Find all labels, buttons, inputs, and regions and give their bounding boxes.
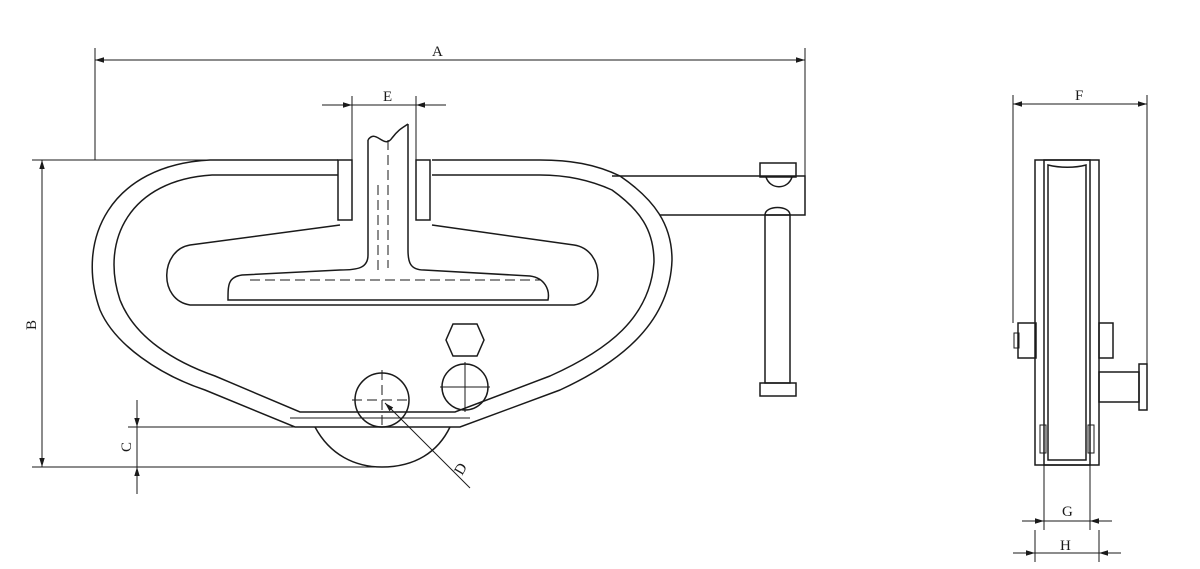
tommy-bar-end [759,382,797,397]
side-bolt-left [1017,322,1037,359]
dim-label-b: B [24,320,40,330]
side-screw-end [1138,363,1148,411]
side-lug-right [1087,424,1095,454]
screw-nut-arc [765,176,793,188]
dimension-labels: A E B C D F G H [24,44,1083,554]
side-view [1013,159,1148,466]
hex-nut [445,323,485,357]
front-view [91,123,806,468]
lower-shoe [314,426,451,468]
slot-block-left [337,159,353,221]
dim-label-f: F [1075,88,1083,104]
dim-label-e: E [383,89,392,105]
clamp-inner-cutout [166,224,599,306]
dim-label-g: G [1062,504,1073,520]
slot-block-right [415,159,431,221]
dim-label-d: D [452,460,471,478]
side-lug-left [1039,424,1047,454]
side-bolt-left-head [1013,332,1020,349]
dim-d-leader [384,402,471,489]
side-bolt-right [1098,322,1114,359]
dim-label-a: A [432,44,443,60]
side-web [1047,164,1087,461]
screw-shaft [612,175,806,216]
tommy-bar-top [764,206,791,216]
side-plate-inner [1043,159,1091,466]
side-screw-shaft [1098,371,1140,403]
dimensions [32,48,1148,562]
dim-label-h: H [1060,538,1071,554]
beam-web [227,124,550,301]
clamp-body-inner [113,174,655,413]
beam-break-line [367,123,409,143]
tommy-bar [764,214,791,384]
dim-label-c: C [119,442,135,452]
screw-nut [759,162,797,178]
